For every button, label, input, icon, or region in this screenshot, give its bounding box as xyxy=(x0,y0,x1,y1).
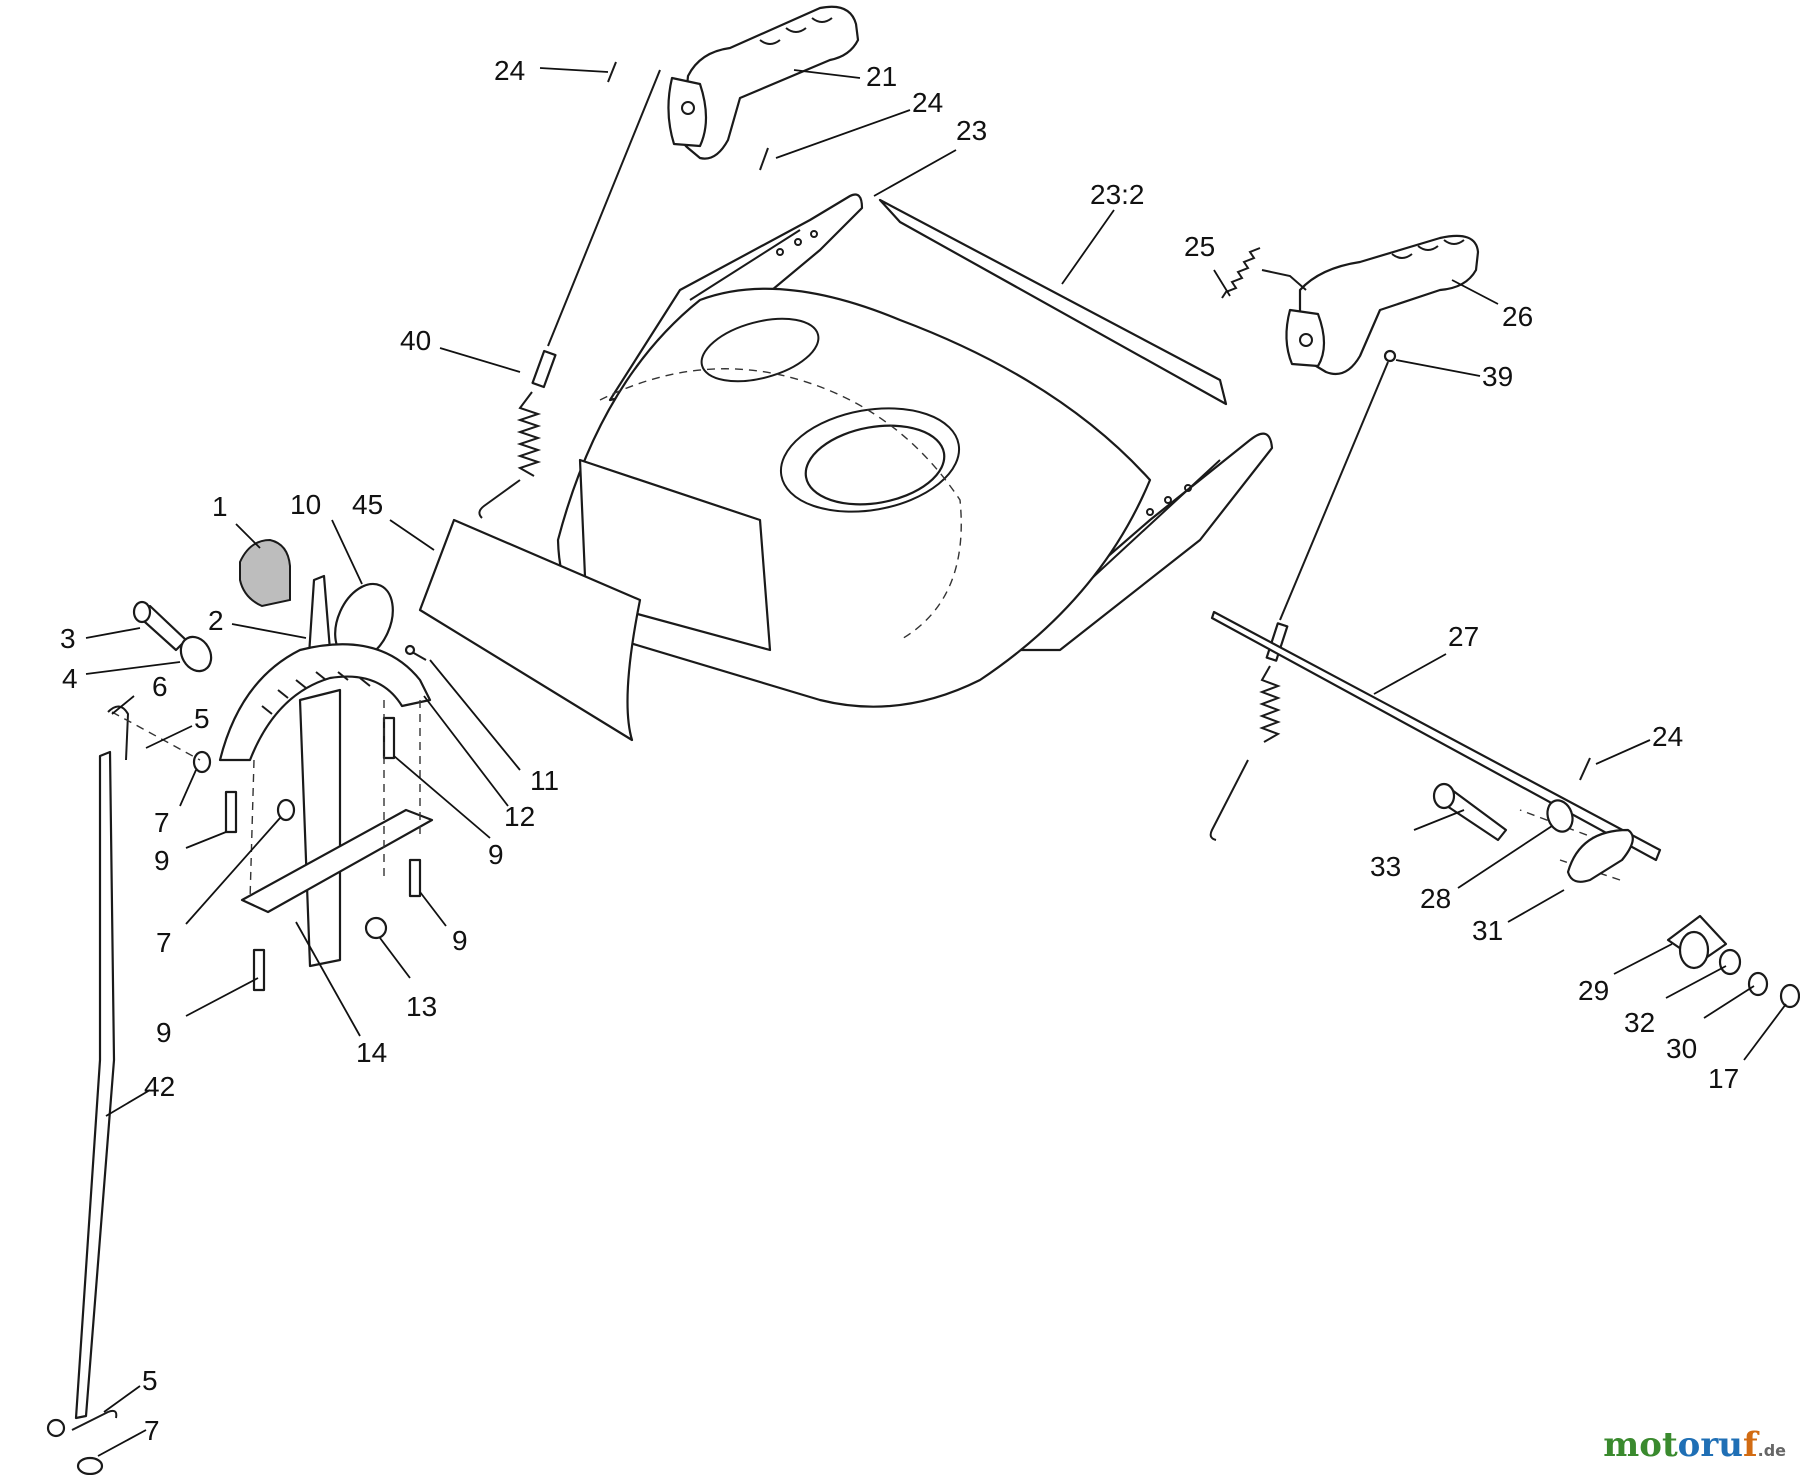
callout-label: 7 xyxy=(144,1415,160,1446)
callout-label: 9 xyxy=(452,925,468,956)
callout-label: 5 xyxy=(142,1365,158,1396)
callout-label: 7 xyxy=(154,807,170,838)
pin-24-right xyxy=(1579,757,1591,781)
leader-lines xyxy=(85,67,1787,1457)
watermark-logo: motoruf.de xyxy=(1603,1425,1786,1465)
callout-label: 7 xyxy=(156,927,172,958)
washers-7 xyxy=(192,750,296,822)
callout-label: 24 xyxy=(1652,721,1683,752)
callout-label: 2 xyxy=(208,605,224,636)
callout-label: 12 xyxy=(504,801,535,832)
screw-11 xyxy=(404,644,427,661)
callout-label: 42 xyxy=(144,1071,175,1102)
decal-45 xyxy=(418,518,642,742)
nut-17 xyxy=(1779,983,1800,1009)
callout-label: 21 xyxy=(866,61,897,92)
callout-label: 9 xyxy=(154,845,170,876)
callout-label: 23:2 xyxy=(1090,179,1145,210)
plate-31 xyxy=(1566,828,1634,883)
spring-32 xyxy=(1718,948,1742,976)
callout-label: 1 xyxy=(212,491,228,522)
callout-label: 31 xyxy=(1472,915,1503,946)
callout-label: 25 xyxy=(1184,231,1215,262)
callout-label: 27 xyxy=(1448,621,1479,652)
pin-24-top xyxy=(607,61,617,83)
callout-label: 23 xyxy=(956,115,987,146)
callout-label: 24 xyxy=(494,55,525,86)
callout-label: 39 xyxy=(1482,361,1513,392)
cable-40 xyxy=(478,69,661,519)
callout-label: 29 xyxy=(1578,975,1609,1006)
pin-24-middle xyxy=(759,147,769,171)
callout-label: 9 xyxy=(488,839,504,870)
callout-label: 24 xyxy=(912,87,943,118)
callout-label: 30 xyxy=(1666,1033,1697,1064)
handle-upper-left xyxy=(667,5,860,160)
callout-label: 26 xyxy=(1502,301,1533,332)
shift-bracket xyxy=(218,643,432,968)
knob-1 xyxy=(239,538,291,608)
bolts-9 xyxy=(224,716,422,992)
callout-label: 10 xyxy=(290,489,321,520)
spring-25 xyxy=(1221,247,1307,299)
callout-label: 40 xyxy=(400,325,431,356)
callout-label: 5 xyxy=(194,703,210,734)
bushing-28 xyxy=(1546,799,1574,833)
spring-4 xyxy=(179,635,213,673)
arm-29 xyxy=(1666,914,1728,970)
bolt-33 xyxy=(1432,782,1508,842)
washer-30 xyxy=(1747,971,1769,997)
callout-label: 32 xyxy=(1624,1007,1655,1038)
callout-label: 9 xyxy=(156,1017,172,1048)
callout-label: 4 xyxy=(62,663,78,694)
callout-label: 33 xyxy=(1370,851,1401,882)
callout-label: 28 xyxy=(1420,883,1451,914)
plate-14 xyxy=(240,808,434,914)
bolt-3 xyxy=(132,600,188,652)
callout-label: 13 xyxy=(406,991,437,1022)
decal-23-2 xyxy=(878,198,1228,406)
callout-label: 6 xyxy=(152,671,168,702)
callout-label: 14 xyxy=(356,1037,387,1068)
callout-label: 17 xyxy=(1708,1063,1739,1094)
callout-label: 11 xyxy=(530,765,559,796)
handle-upper-right xyxy=(1285,234,1480,376)
shaft-27 xyxy=(1210,610,1662,862)
callout-label: 45 xyxy=(352,489,383,520)
callout-labels: 24 21 24 23 23:2 25 26 39 40 45 1 10 3 2… xyxy=(60,55,1739,1446)
cable-39 xyxy=(1209,349,1397,841)
rod-42 xyxy=(46,705,130,1475)
nut-13 xyxy=(364,916,388,940)
callout-label: 3 xyxy=(60,623,76,654)
